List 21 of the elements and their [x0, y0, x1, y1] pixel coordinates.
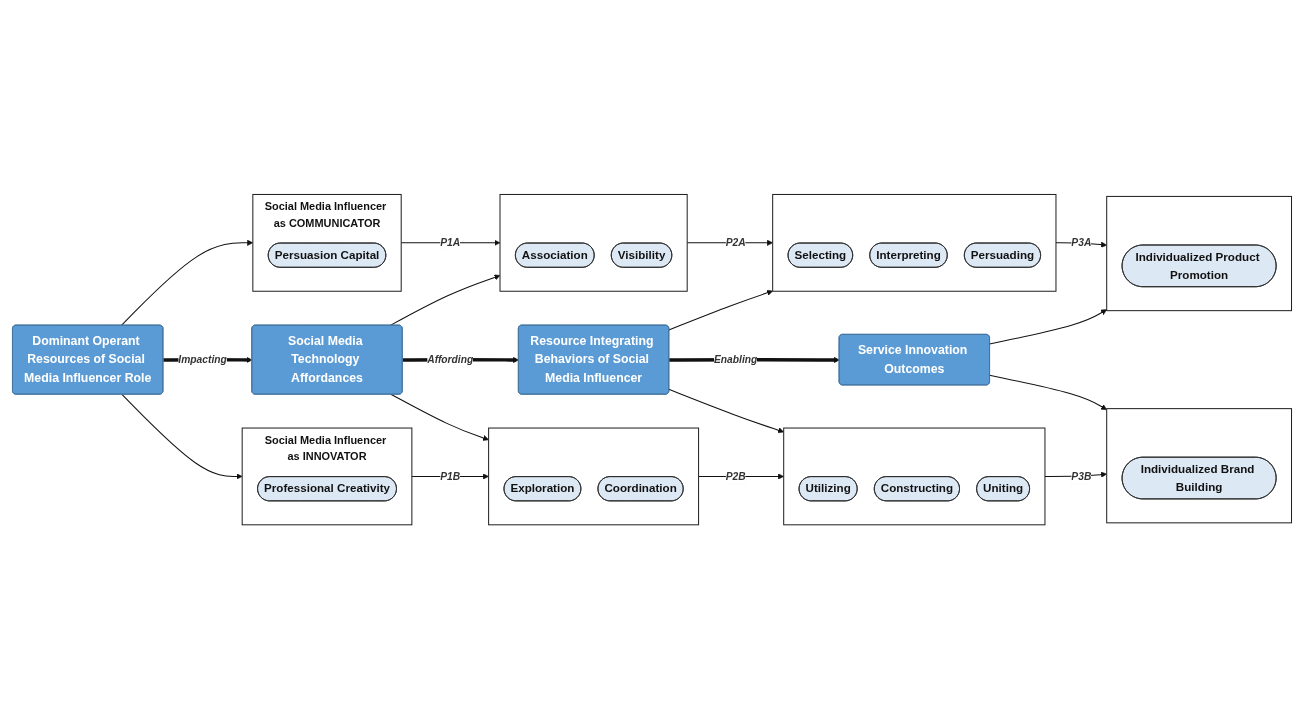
arrow	[120, 240, 253, 326]
arrow	[988, 375, 1107, 411]
edge-label: P2A	[725, 236, 746, 249]
arrow	[988, 309, 1107, 345]
cluster	[1105, 196, 1292, 312]
edge-label: P2B	[725, 470, 746, 483]
cluster	[771, 194, 1056, 293]
arrow	[120, 394, 242, 480]
cluster	[487, 427, 699, 526]
edge-label: Enabling	[713, 353, 757, 366]
edge-label: P3B	[1070, 470, 1091, 483]
cluster	[782, 427, 1045, 526]
edge-label: Affording	[426, 353, 473, 366]
cluster	[1105, 408, 1292, 524]
edge-label: P3A	[1070, 236, 1091, 249]
edge-label: P1B	[439, 470, 460, 483]
edge-label: Impacting	[177, 353, 227, 366]
arrow	[667, 389, 784, 434]
edge-label: P1A	[439, 236, 460, 249]
cluster	[499, 194, 688, 293]
arrow	[667, 290, 773, 331]
